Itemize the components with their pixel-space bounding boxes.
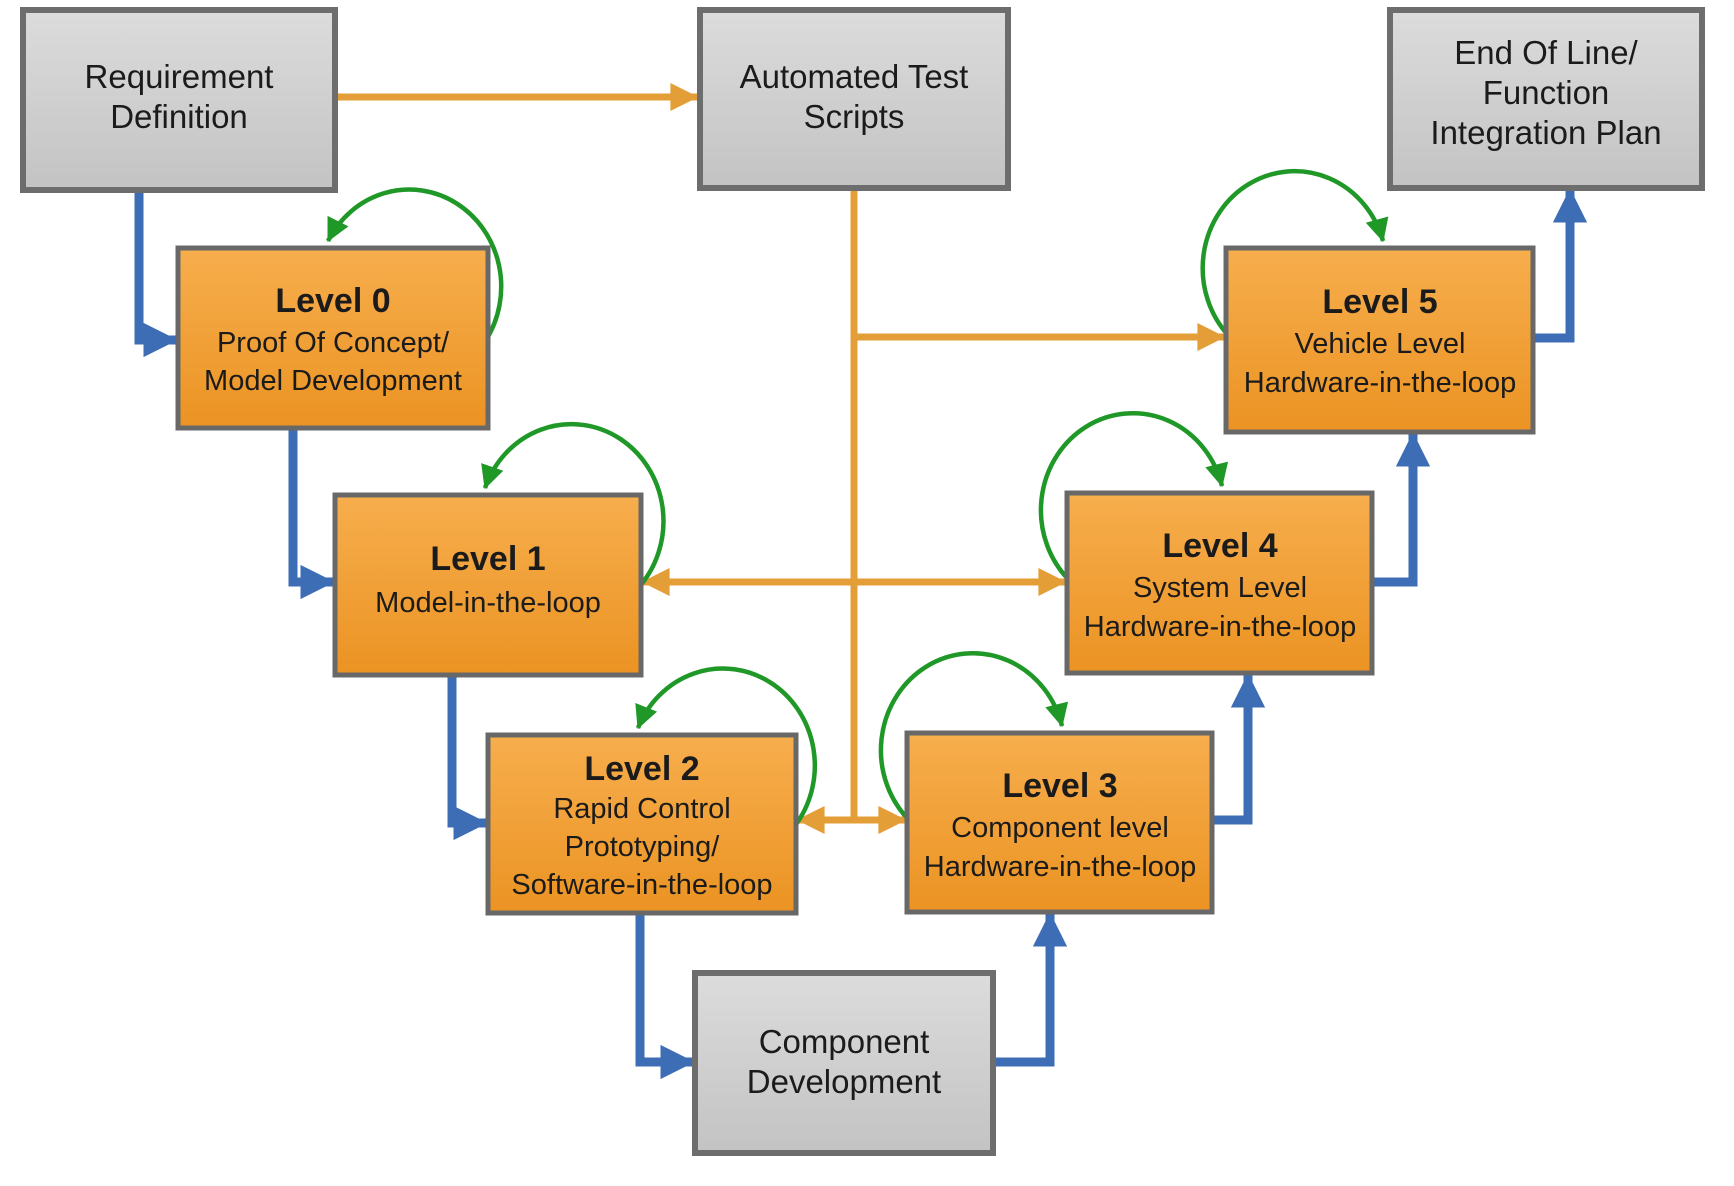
level-2-label-line3: Software-in-the-loop xyxy=(511,869,772,901)
level-3-label-line2: Hardware-in-the-loop xyxy=(924,851,1196,883)
level-5-label-line2: Hardware-in-the-loop xyxy=(1244,367,1516,399)
automated-test-scripts-label-line1: Automated Test xyxy=(740,58,969,95)
level-2-box xyxy=(485,732,799,916)
node-level-5: Level 5 Vehicle Level Hardware-in-the-lo… xyxy=(1223,245,1536,435)
level-4-title: Level 4 xyxy=(1162,527,1277,565)
edge-level-5-to-end-of-line-arrow xyxy=(1533,188,1588,343)
loop-level-1-iteration-arrow xyxy=(481,421,666,589)
level-4-label-line1: System Level xyxy=(1133,572,1307,604)
edge-level-0-to-level-1-arrow xyxy=(288,428,335,600)
level-3-box xyxy=(904,730,1215,915)
node-level-3: Level 3 Component level Hardware-in-the-… xyxy=(904,730,1215,915)
edge-level-4-to-level-5-arrow xyxy=(1372,432,1431,587)
node-automated-test-scripts: Automated Test Scripts xyxy=(697,7,1011,191)
component-development-box xyxy=(692,970,996,1156)
level-1-box xyxy=(332,492,644,678)
loop-level-2-iteration-arrow xyxy=(635,666,818,829)
edge-level-2-to-component-dev-arrow xyxy=(635,915,695,1080)
edge-component-dev-to-level-3-arrow xyxy=(993,912,1068,1067)
automated-test-scripts-box xyxy=(697,7,1011,191)
loop-level-5-iteration-arrow xyxy=(1200,168,1389,337)
edge-level-3-to-level-4-arrow xyxy=(1212,673,1266,825)
node-level-4: Level 4 System Level Hardware-in-the-loo… xyxy=(1064,490,1375,676)
edge-requirement-to-level-0-arrow xyxy=(134,192,178,358)
level-0-title: Level 0 xyxy=(275,282,390,320)
level-3-label-line1: Component level xyxy=(951,812,1169,844)
end-of-line-label-line1: End Of Line/ xyxy=(1454,34,1638,71)
level-1-label-line1: Model-in-the-loop xyxy=(375,587,601,619)
node-requirement-definition: Requirement Definition xyxy=(20,7,338,193)
component-development-label-line1: Component xyxy=(759,1023,930,1060)
component-development-label-line2: Development xyxy=(747,1063,941,1100)
requirement-definition-box xyxy=(20,7,338,193)
level-5-box xyxy=(1223,245,1536,435)
edge-level-1-to-level-2-arrow xyxy=(447,677,488,841)
requirement-definition-label-line1: Requirement xyxy=(85,58,274,95)
node-level-2: Level 2 Rapid Control Prototyping/ Softw… xyxy=(485,732,799,916)
node-end-of-line-function-integration-plan: End Of Line/ Function Integration Plan xyxy=(1387,7,1705,191)
automated-test-scripts-label-line2: Scripts xyxy=(804,98,905,135)
level-3-title: Level 3 xyxy=(1002,767,1117,805)
node-level-1: Level 1 Model-in-the-loop xyxy=(332,492,644,678)
level-4-box xyxy=(1064,490,1375,676)
level-1-title: Level 1 xyxy=(430,540,545,578)
node-component-development: Component Development xyxy=(692,970,996,1156)
loop-level-0-iteration-arrow xyxy=(325,187,504,342)
end-of-line-box xyxy=(1387,7,1705,191)
level-0-label-line2: Model Development xyxy=(204,365,462,397)
end-of-line-label-line2: Function xyxy=(1483,74,1610,111)
level-5-title: Level 5 xyxy=(1322,283,1437,321)
level-5-label-line1: Vehicle Level xyxy=(1295,328,1466,360)
loop-level-3-iteration-arrow xyxy=(878,651,1069,822)
level-4-label-line2: Hardware-in-the-loop xyxy=(1084,611,1356,643)
orange-edges xyxy=(335,83,1226,834)
level-2-label-line2: Prototyping/ xyxy=(565,831,721,863)
green-loop-edges xyxy=(325,168,1389,829)
blue-edges xyxy=(134,188,1588,1080)
end-of-line-label-line3: Integration Plan xyxy=(1430,114,1661,151)
requirement-definition-label-line2: Definition xyxy=(110,98,248,135)
level-0-box xyxy=(175,245,491,431)
node-level-0: Level 0 Proof Of Concept/ Model Developm… xyxy=(175,245,491,431)
level-2-title: Level 2 xyxy=(584,750,699,788)
loop-level-4-iteration-arrow xyxy=(1038,411,1229,582)
level-0-label-line1: Proof Of Concept/ xyxy=(217,327,450,359)
level-2-label-line1: Rapid Control xyxy=(553,793,730,825)
